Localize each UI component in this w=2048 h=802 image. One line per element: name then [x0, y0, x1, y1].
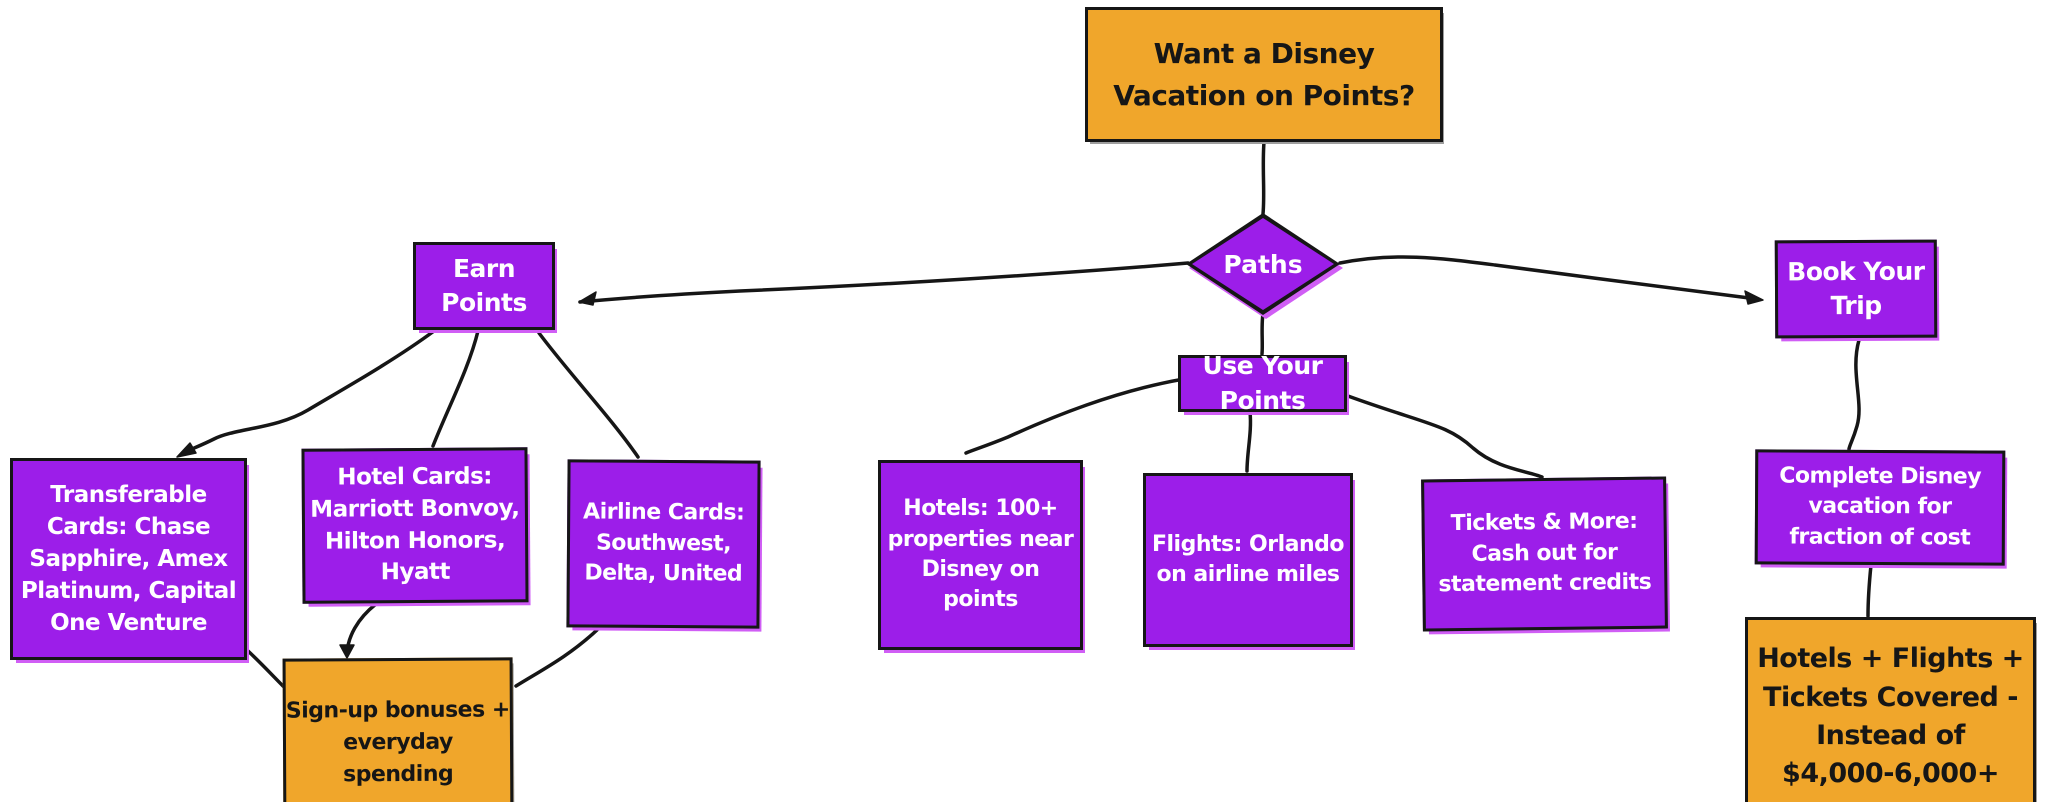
edge-book-complete — [1847, 338, 1861, 451]
node-tickets-and-more: Tickets & More: Cash out for statement c… — [1421, 476, 1668, 632]
node-earn-points: Earn Points — [413, 242, 555, 330]
arrowhead-transferable — [176, 442, 197, 458]
edge-use-flights — [1245, 410, 1253, 473]
node-use-your-points: Use Your Points — [1178, 351, 1347, 415]
edge-hotelcards-signup — [345, 602, 378, 655]
node-transferable-cards: Transferable Cards: Chase Sapphire, Amex… — [10, 458, 247, 660]
node-flights-on-miles: Flights: Orlando on airline miles — [1143, 473, 1353, 647]
edge-airline-signup — [514, 628, 599, 688]
arrowhead-book — [1744, 290, 1764, 305]
paths-label: Paths — [1223, 249, 1303, 279]
node-hotels-on-points: Hotels: 100+ properties near Disney on p… — [878, 460, 1083, 650]
node-paths-decision: Paths — [1186, 213, 1340, 315]
edge-paths-use — [1260, 311, 1265, 356]
edge-earn-hotelcards — [431, 329, 480, 448]
edge-paths-book — [1338, 255, 1759, 301]
edge-complete-covered — [1866, 563, 1873, 618]
edge-root-paths — [1261, 140, 1266, 216]
node-airline-cards: Airline Cards: Southwest, Delta, United — [566, 459, 761, 629]
edge-earn-transferable — [180, 329, 436, 456]
arrowhead-signup — [339, 644, 355, 659]
edge-use-tickets — [1346, 394, 1544, 479]
node-want-disney-vacation: Want a Disney Vacation on Points? — [1085, 7, 1443, 142]
node-complete-vacation: Complete Disney vacation for fraction of… — [1754, 449, 2006, 566]
paths-diamond-fill: Paths — [1192, 218, 1334, 310]
node-signup-bonuses: Sign-up bonuses + everyday spending — [282, 657, 514, 802]
node-hotel-cards: Hotel Cards: Marriott Bonvoy, Hilton Hon… — [301, 447, 529, 604]
node-cost-covered: Hotels + Flights + Tickets Covered - Ins… — [1745, 617, 2036, 802]
edge-use-hotels — [964, 377, 1186, 455]
paths-diamond-shape: Paths — [1186, 213, 1340, 315]
edge-earn-airline — [537, 331, 640, 459]
edge-paths-earn — [578, 261, 1190, 304]
edge-transferable-signup — [245, 648, 286, 689]
node-book-your-trip: Book Your Trip — [1774, 239, 1938, 339]
arrowhead-earn — [578, 291, 597, 306]
